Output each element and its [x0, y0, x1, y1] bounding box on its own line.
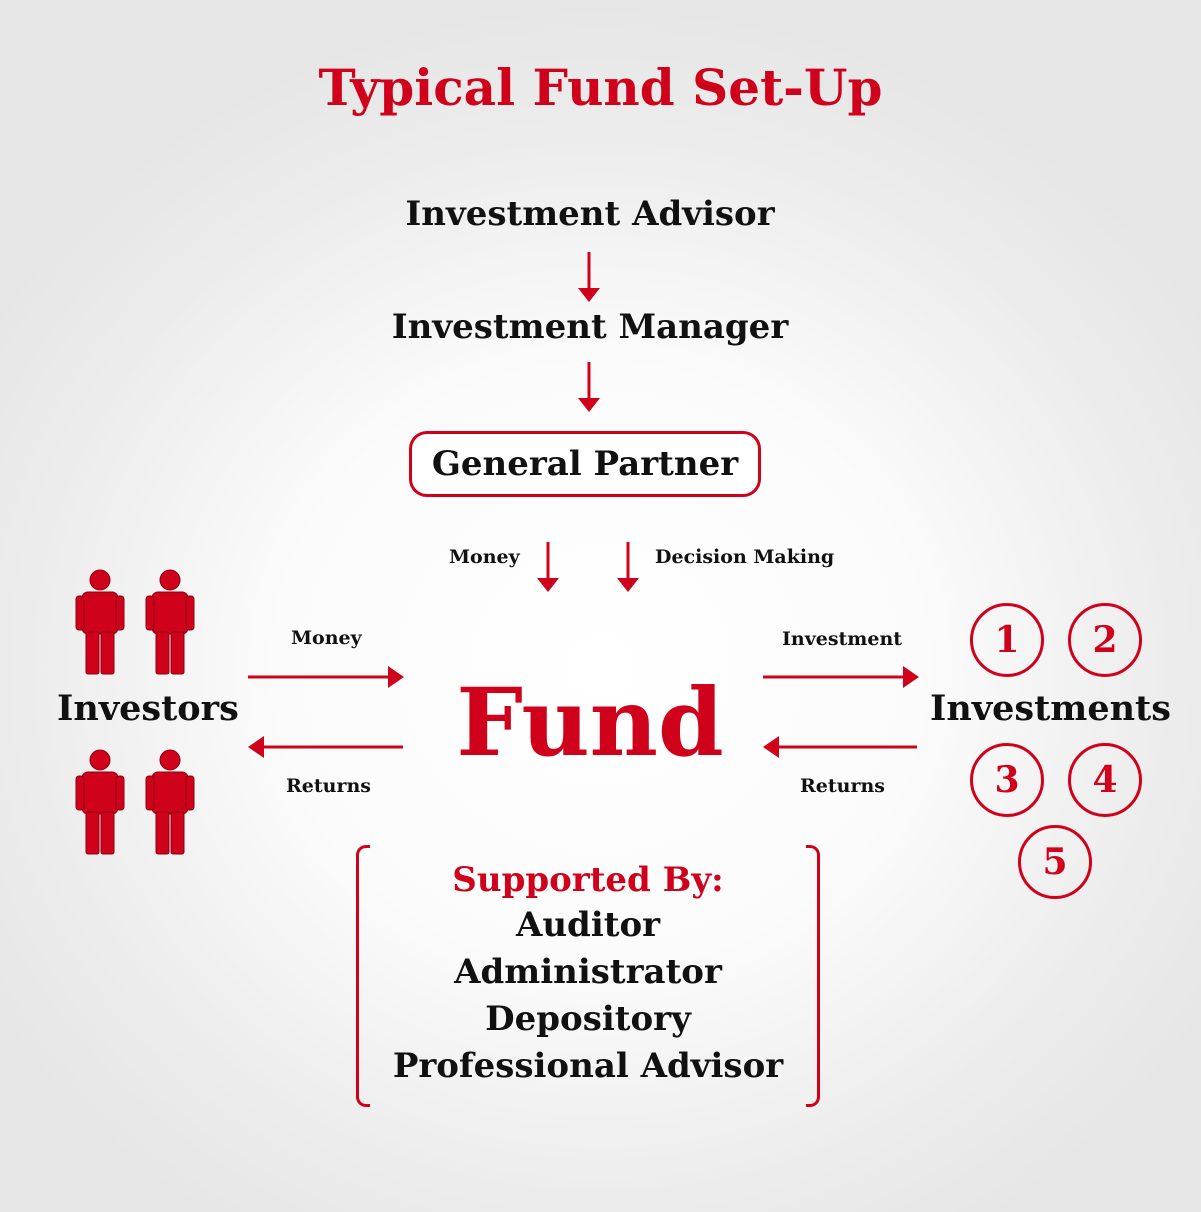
support-item: Depository [485, 999, 691, 1039]
arrowhead-right-1 [388, 666, 404, 688]
investment-circle-5: 5 [1018, 825, 1092, 899]
gp-decision-label: Decision Making [655, 546, 835, 568]
investor-person-icons [75, 569, 195, 855]
investments-returns-label: Returns [800, 775, 885, 797]
arrowhead-down-2 [578, 398, 600, 412]
fund-label: Fund [456, 668, 724, 778]
general-partner-label: General Partner [431, 444, 739, 484]
arrowhead-down-4 [617, 578, 639, 592]
investors-money-label: Money [291, 627, 362, 649]
arrowhead-right-2 [903, 666, 919, 688]
person-icon [145, 749, 195, 855]
investment-manager-label: Investment Manager [391, 307, 789, 347]
gp-money-label: Money [449, 546, 520, 568]
page-title: Typical Fund Set-Up [318, 58, 883, 117]
support-item: Professional Advisor [392, 1046, 784, 1086]
supported-by-heading: Supported By: [452, 860, 724, 900]
general-partner-box: General Partner [409, 431, 761, 497]
support-item: Auditor [515, 905, 661, 945]
investors-label: Investors [57, 688, 239, 729]
investments-label: Investments [930, 688, 1171, 729]
arrowhead-down-1 [578, 288, 600, 302]
bracket-left [356, 845, 370, 1107]
investment-circle-3: 3 [970, 743, 1044, 817]
investors-returns-label: Returns [286, 775, 371, 797]
arrowhead-down-3 [537, 578, 559, 592]
person-icon [145, 569, 195, 675]
support-item: Administrator [454, 952, 722, 992]
investment-circle-2: 2 [1068, 603, 1142, 677]
arrowhead-left-1 [248, 736, 264, 758]
bracket-right [806, 845, 820, 1107]
support-bracket [356, 845, 820, 1107]
investment-flow-label: Investment [782, 628, 903, 650]
investment-circle-1: 1 [970, 603, 1044, 677]
investment-circle-4: 4 [1068, 743, 1142, 817]
person-icon [75, 749, 125, 855]
arrowhead-left-2 [763, 736, 779, 758]
person-icon [75, 569, 125, 675]
investment-advisor-label: Investment Advisor [405, 194, 775, 234]
